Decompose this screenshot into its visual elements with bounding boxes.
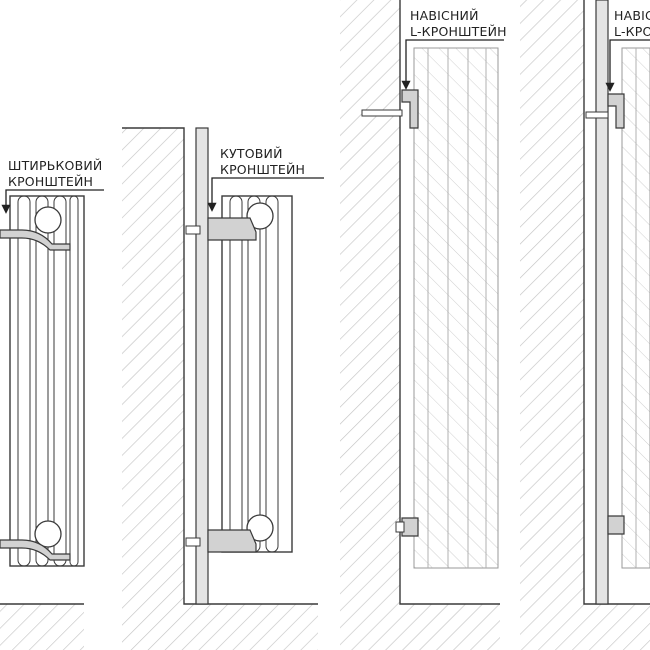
label-hanging1-line-2: L-КРОНШТЕЙН [410, 24, 507, 39]
label-hanging2-line-2: L-КРО [614, 24, 650, 39]
anchor-bolt-bottom-2 [185, 537, 201, 547]
panel-corner-bracket: КУТОВИЙ КРОНШТЕЙН [122, 127, 324, 650]
label-hanging2-line-1: НАВІС [614, 8, 650, 23]
radiator-3 [413, 47, 499, 569]
radiator-2 [221, 195, 293, 553]
plaster-board-2 [195, 127, 209, 605]
wall-hatch-4 [520, 0, 650, 650]
panel-hanging-bracket-1: НАВІСНИЙ L-КРОНШТЕЙН [340, 0, 507, 650]
corner-bracket-bottom [207, 529, 257, 553]
radiator-1 [9, 195, 85, 567]
l-bracket-top-4 [607, 93, 625, 129]
corner-bracket-top [207, 217, 257, 241]
corner-bracket-leader [207, 177, 324, 212]
pin-bracket-top [0, 229, 71, 251]
panel-hanging-bracket-2: НАВІС L-КРО [520, 0, 650, 650]
hanging1-leader [401, 39, 504, 90]
l-bracket-bottom-4 [607, 515, 625, 535]
radiator-4 [621, 47, 650, 569]
label-corner-line-2: КРОНШТЕЙН [220, 162, 305, 177]
screw-top-4 [585, 111, 609, 119]
screw-top-3 [361, 109, 403, 117]
panel-pin-bracket: ШТИРЬКОВИЙ КРОНШТЕЙН [0, 158, 104, 650]
wall-hatch-3 [340, 0, 500, 650]
pin-bracket-bottom [0, 539, 71, 561]
label-pin-line-2: КРОНШТЕЙН [8, 174, 93, 189]
pin-bracket-leader [1, 189, 104, 214]
l-bracket-top-3 [401, 89, 419, 129]
wall-hatch-2 [122, 128, 318, 650]
hanging2-leader [605, 39, 650, 92]
label-hanging1-line-1: НАВІСНИЙ [410, 8, 479, 23]
plaster-board-4 [595, 0, 609, 605]
label-corner-line-1: КУТОВИЙ [220, 146, 283, 161]
screw-bottom-3 [395, 521, 405, 533]
label-pin-line-1: ШТИРЬКОВИЙ [8, 158, 102, 173]
anchor-bolt-top-2 [185, 225, 201, 235]
floor-hatch-1 [0, 604, 84, 650]
